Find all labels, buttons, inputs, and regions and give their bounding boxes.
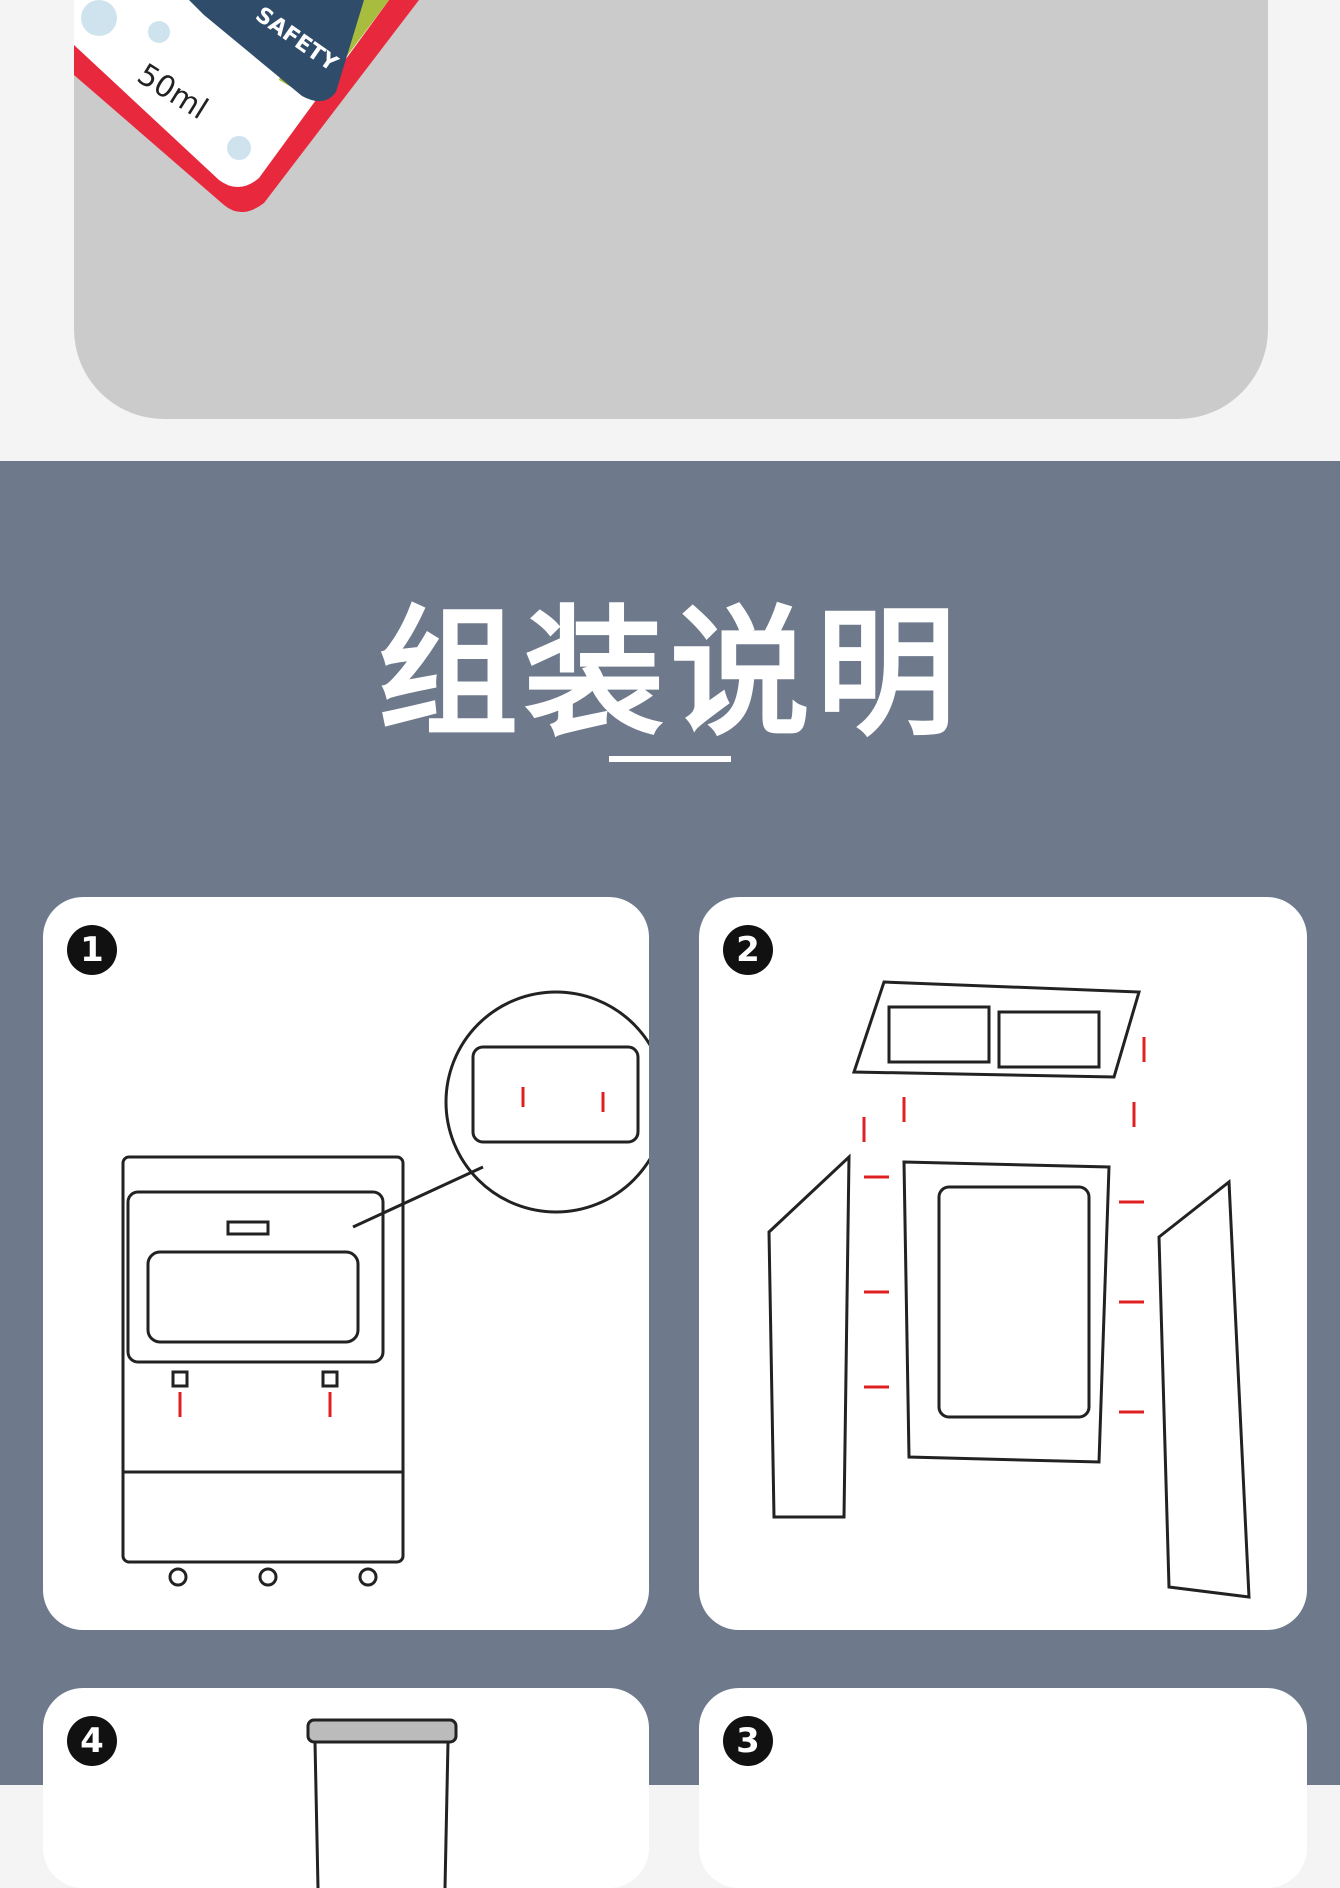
product-image-area: SAFETY 50ml — [0, 0, 1340, 461]
assembly-section: 组装说明 1 2 — [0, 461, 1340, 1888]
step-card-4: 4 — [43, 1688, 649, 1888]
title-underline — [609, 756, 731, 762]
step-1-illustration — [121, 990, 649, 1587]
step-number-badge: 4 — [67, 1716, 117, 1766]
step-card-1: 1 — [43, 897, 649, 1630]
step-card-2: 2 — [699, 897, 1307, 1630]
step-2-illustration — [767, 980, 1251, 1599]
step-4-illustration — [306, 1718, 458, 1888]
step-number-badge: 2 — [723, 925, 773, 975]
product-panel: SAFETY 50ml — [74, 0, 1268, 419]
step-number-badge: 1 — [67, 925, 117, 975]
step-card-3: 3 — [699, 1688, 1307, 1888]
bottle-image: SAFETY — [74, 0, 419, 213]
step-number-badge: 3 — [723, 1716, 773, 1766]
section-title: 组装说明 — [377, 593, 962, 756]
